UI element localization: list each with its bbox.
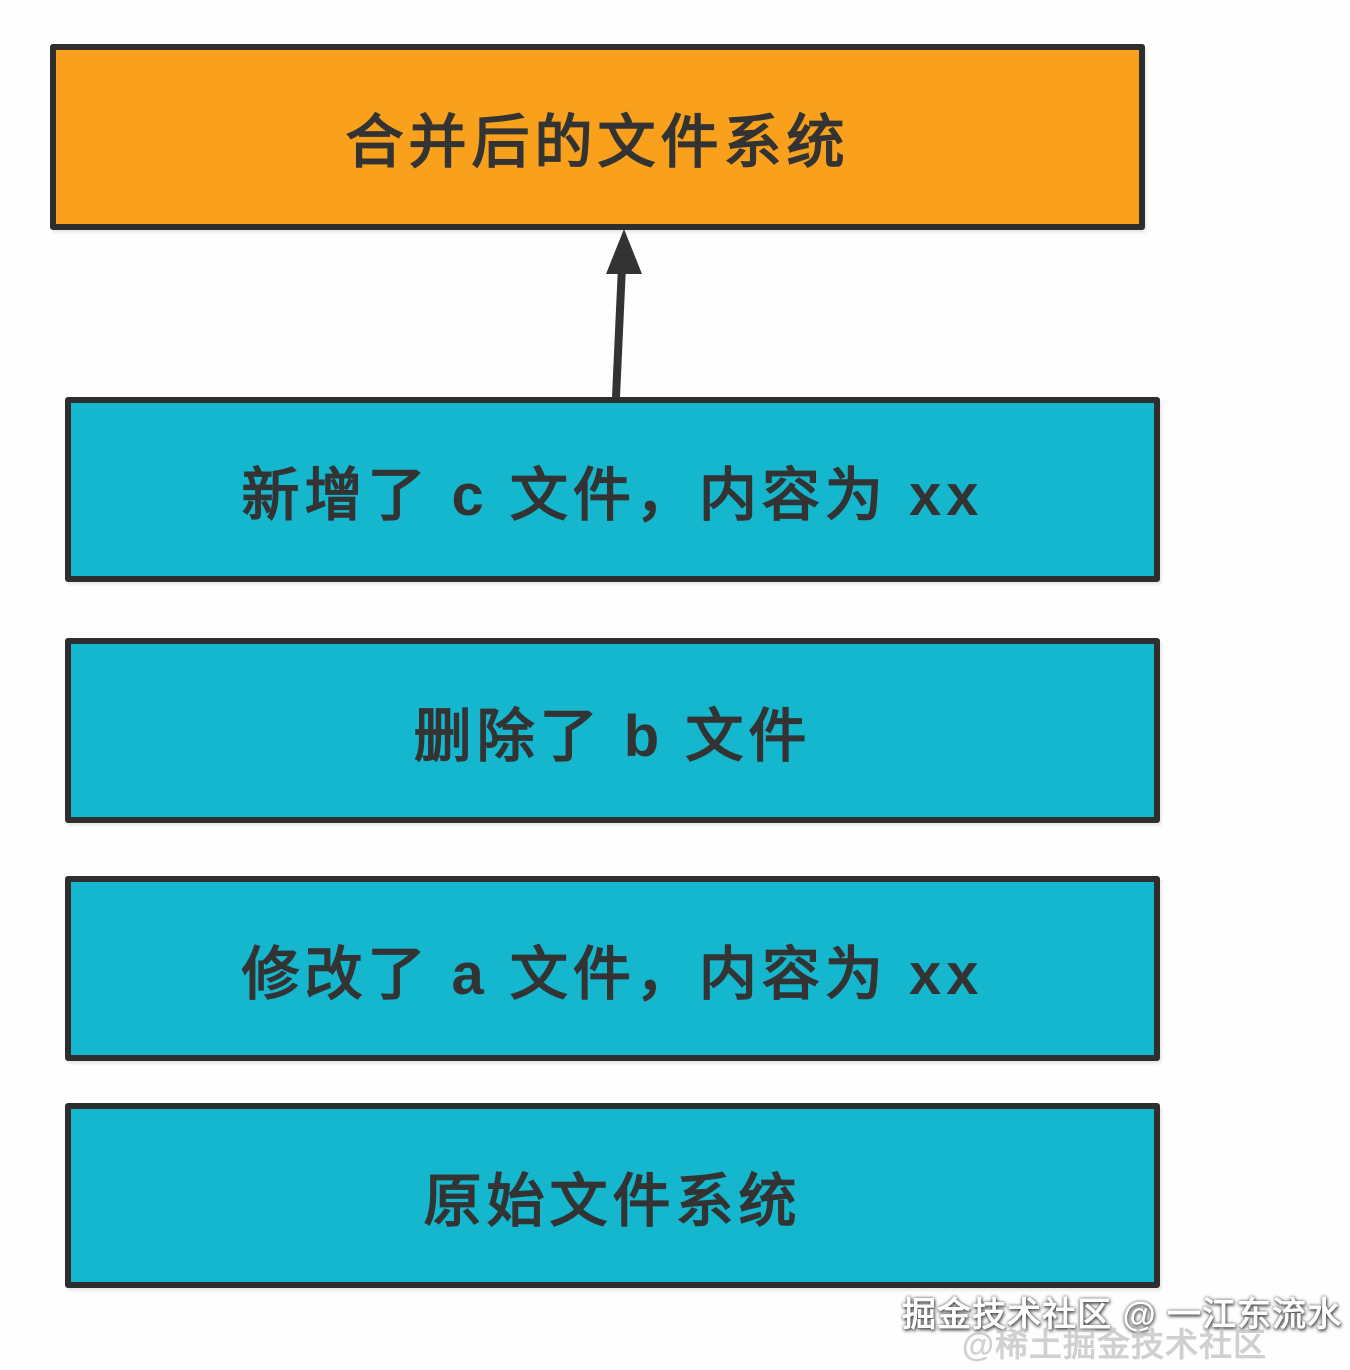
layer-box-add-c-label: 新增了 c 文件，内容为 xx: [241, 462, 984, 528]
watermark-community-faint: @稀土掘金技术社区: [961, 1326, 1267, 1363]
layer-box-original-filesystem: 原始文件系统: [65, 1103, 1160, 1288]
merged-filesystem-label: 合并后的文件系统: [345, 110, 850, 175]
layer-box-add-c: 新增了 c 文件，内容为 xx: [65, 397, 1160, 582]
layer-box-delete-b-label: 删除了 b 文件: [413, 703, 812, 769]
watermark-community-author: 掘金技术社区 @ 一江东流水: [902, 1296, 1343, 1334]
watermark: 掘金技术社区 @ 一江东流水 @稀土掘金技术社区: [902, 1296, 1343, 1363]
layer-box-modify-a: 修改了 a 文件，内容为 xx: [65, 876, 1160, 1061]
layer-box-modify-a-label: 修改了 a 文件，内容为 xx: [241, 941, 984, 1007]
layer-box-original-filesystem-label: 原始文件系统: [423, 1168, 802, 1234]
merged-filesystem-box: 合并后的文件系统: [50, 44, 1145, 230]
layer-box-delete-b: 删除了 b 文件: [65, 638, 1160, 823]
